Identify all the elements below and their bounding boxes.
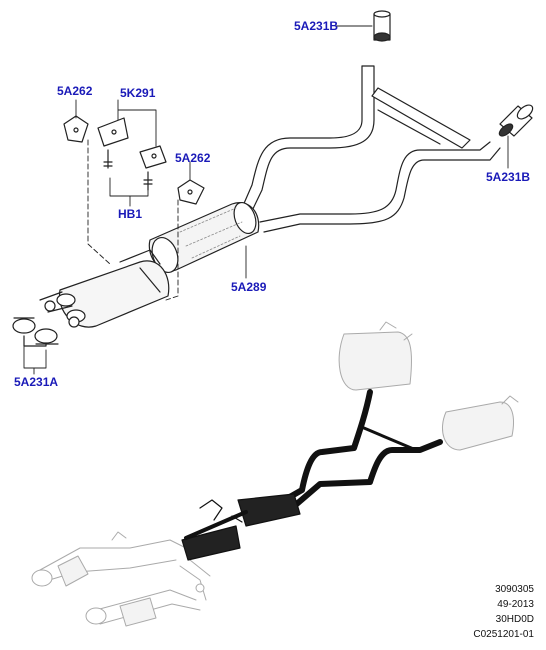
callout-hanger-bracket: 5K291: [120, 86, 156, 100]
front-muffler-upper: [39, 249, 170, 328]
tailpipe-tip-upper: [373, 10, 391, 42]
leader-lines: [23, 25, 509, 375]
rear-pipes-upper: [229, 65, 501, 233]
resonator-upper: [148, 201, 260, 274]
callout-bracket-right: 5A262: [175, 151, 211, 165]
callout-tailpipe-left: 5A231B: [294, 19, 339, 33]
tailpipe-tip-right: [498, 104, 534, 137]
reference-code-4: C0251201-01: [473, 629, 534, 640]
callout-bracket-left: 5A262: [57, 84, 93, 98]
reference-code-1: 3090305: [495, 584, 534, 595]
assembled-view-ghost: [31, 321, 519, 627]
clamps: [12, 317, 59, 347]
highlighted-pipes: [181, 389, 443, 561]
hanger-brackets: [63, 115, 205, 205]
callout-sensor-connector: HB1: [118, 207, 143, 221]
reference-code-3: 30HD0D: [495, 614, 534, 625]
reference-code-2: 49-2013: [497, 599, 534, 610]
callout-resonator: 5A289: [231, 280, 267, 294]
reference-codes: 3090305 49-2013 30HD0D C0251201-01: [473, 582, 534, 642]
callout-tailpipe-right: 5A231B: [486, 170, 531, 184]
callout-clamp: 5A231A: [14, 375, 59, 389]
